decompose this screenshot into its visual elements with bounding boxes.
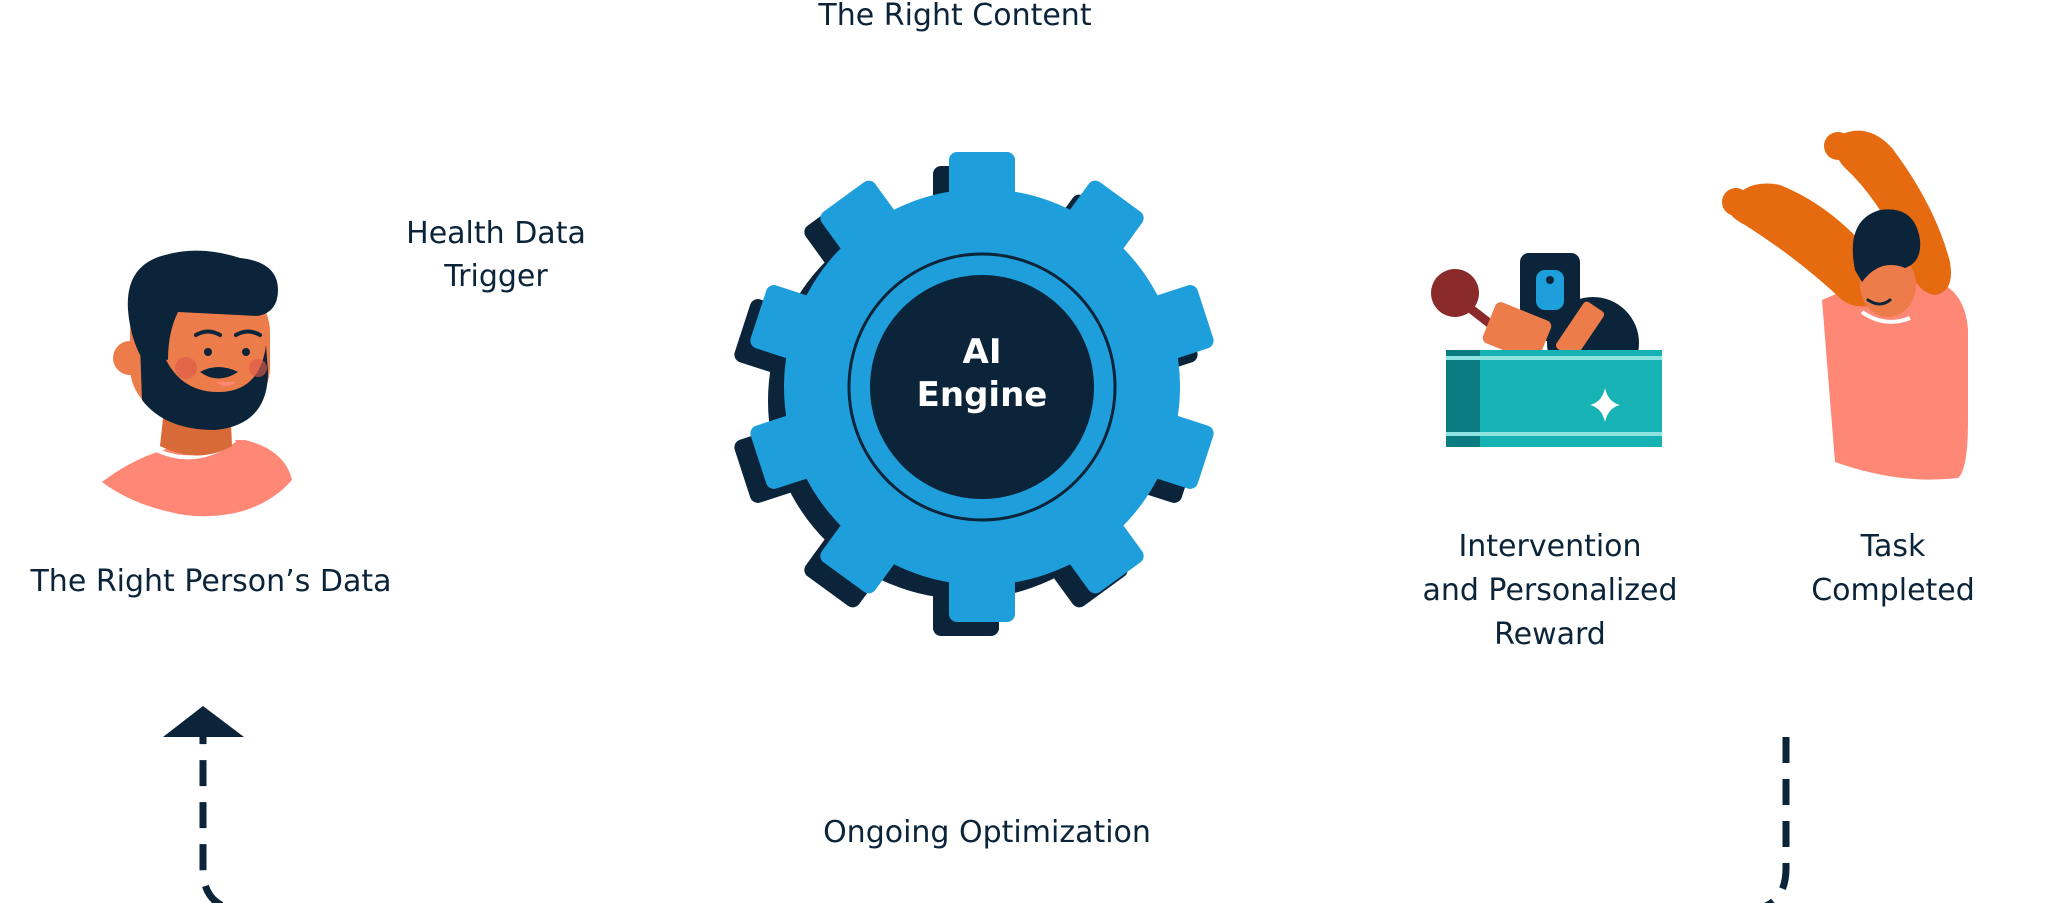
task-label-line1: Task [1860, 529, 1926, 564]
person-label: The Right Person’s Data [29, 564, 391, 599]
trigger-label-line2: Trigger [443, 259, 548, 294]
trigger-label-line1: Health Data [406, 216, 586, 251]
intervention-label-line2: and Personalized [1422, 573, 1677, 608]
gear-icon [734, 152, 1214, 636]
engine-label-line2: Engine [917, 375, 1048, 415]
engine-label-line1: AI [963, 332, 1002, 372]
celebrating-person-icon [1722, 130, 1968, 480]
bearded-man-icon [102, 250, 292, 517]
toolbox-icon [1431, 253, 1662, 447]
task-label-line2: Completed [1811, 573, 1975, 608]
loop-label: Ongoing Optimization [823, 815, 1151, 850]
top-label: The Right Content [817, 0, 1091, 33]
loop-arrow-icon [163, 706, 1790, 903]
intervention-label-line3: Reward [1494, 617, 1606, 652]
intervention-label-line1: Intervention [1458, 529, 1641, 564]
